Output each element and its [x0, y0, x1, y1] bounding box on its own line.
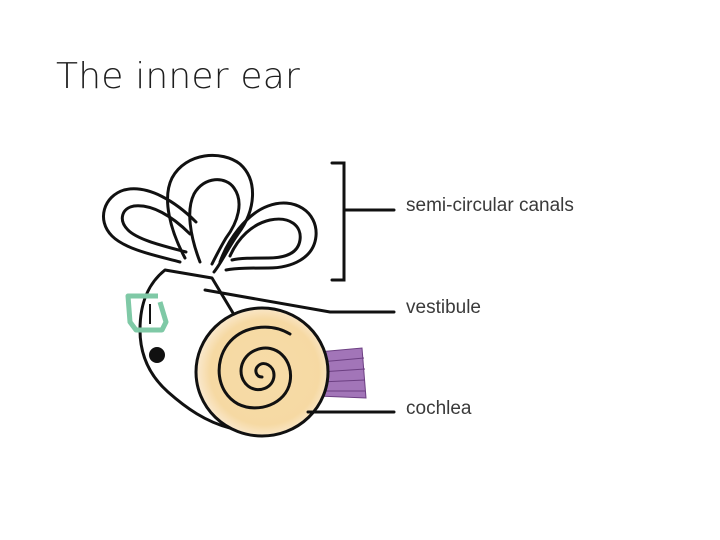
semicircular-canals: [103, 155, 316, 272]
vestibule-leader: [205, 290, 394, 312]
cochlea: [196, 308, 328, 436]
round-window: [149, 347, 165, 363]
label-cochlea: cochlea: [406, 398, 472, 420]
label-semicircular-canals: semi-circular canals: [406, 195, 574, 217]
canals-bracket: [332, 163, 344, 280]
label-vestibule: vestibule: [406, 297, 481, 319]
